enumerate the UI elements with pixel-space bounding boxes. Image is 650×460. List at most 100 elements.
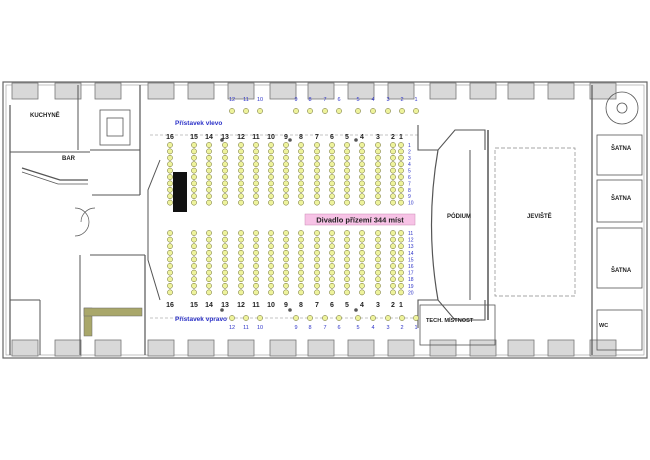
wall-pillar bbox=[227, 339, 255, 357]
seat bbox=[222, 142, 228, 148]
seat bbox=[268, 276, 274, 283]
seat bbox=[268, 263, 274, 269]
seat bbox=[206, 161, 212, 168]
seat bbox=[398, 142, 404, 148]
seat bbox=[329, 282, 335, 289]
seat bbox=[222, 174, 228, 180]
column-label: 7 bbox=[315, 134, 319, 141]
seat bbox=[206, 174, 212, 180]
seat bbox=[191, 243, 197, 250]
extension-seat-label: 6 bbox=[337, 97, 340, 103]
row-label: 3 bbox=[408, 156, 411, 162]
seat bbox=[390, 174, 396, 180]
seat bbox=[390, 199, 396, 206]
seat bbox=[222, 167, 228, 174]
column-label: 5 bbox=[345, 134, 349, 141]
seat bbox=[344, 186, 350, 193]
row-label: 14 bbox=[408, 251, 414, 257]
seat bbox=[253, 148, 259, 155]
seat bbox=[206, 256, 212, 263]
seat-marker bbox=[288, 308, 292, 312]
seat bbox=[268, 186, 274, 193]
row-label: 8 bbox=[408, 188, 411, 194]
seat bbox=[322, 315, 328, 321]
seat bbox=[206, 230, 212, 236]
seat bbox=[238, 263, 244, 269]
seat bbox=[253, 186, 259, 193]
seat bbox=[390, 230, 396, 236]
seat bbox=[398, 186, 404, 193]
seat bbox=[355, 108, 361, 114]
seat bbox=[344, 174, 350, 180]
seat bbox=[314, 174, 320, 180]
extension-seat-label: 11 bbox=[243, 97, 249, 103]
seat bbox=[314, 199, 320, 206]
seat bbox=[238, 249, 244, 256]
seat bbox=[344, 269, 350, 276]
seat-marker bbox=[220, 308, 224, 312]
seat bbox=[167, 276, 173, 283]
seat bbox=[238, 269, 244, 276]
seat bbox=[191, 269, 197, 276]
seat bbox=[206, 269, 212, 276]
row-label: 16 bbox=[408, 264, 414, 270]
seat bbox=[238, 193, 244, 200]
seat bbox=[390, 193, 396, 200]
seat bbox=[298, 186, 304, 193]
seat bbox=[398, 180, 404, 187]
seat bbox=[314, 256, 320, 263]
row-label: 15 bbox=[408, 257, 414, 263]
seat bbox=[329, 167, 335, 174]
seat bbox=[314, 236, 320, 243]
seat bbox=[283, 193, 289, 200]
seat bbox=[283, 236, 289, 243]
seat bbox=[253, 180, 259, 187]
wall-pillar bbox=[589, 339, 617, 357]
extension-seat-label: 2 bbox=[400, 325, 403, 331]
column-label: 12 bbox=[237, 134, 245, 141]
seat bbox=[206, 148, 212, 155]
extension-seat-label: 12 bbox=[229, 97, 235, 103]
seat bbox=[253, 193, 259, 200]
seat bbox=[191, 186, 197, 193]
seat bbox=[314, 276, 320, 283]
seat bbox=[398, 199, 404, 206]
seat bbox=[390, 256, 396, 263]
row-label: 12 bbox=[408, 238, 414, 244]
seat bbox=[268, 282, 274, 289]
seat bbox=[268, 180, 274, 187]
seat bbox=[359, 282, 365, 289]
row-label: 7 bbox=[408, 181, 411, 187]
row-label: 6 bbox=[408, 175, 411, 181]
seat bbox=[253, 230, 259, 236]
wall-pillar bbox=[547, 339, 575, 357]
seat-markers bbox=[220, 138, 358, 312]
seat bbox=[314, 243, 320, 250]
seat bbox=[298, 167, 304, 174]
extension-seat-label: 5 bbox=[356, 325, 359, 331]
seat bbox=[298, 249, 304, 256]
seat bbox=[314, 193, 320, 200]
seat bbox=[243, 108, 249, 114]
seat bbox=[167, 154, 173, 161]
seat bbox=[191, 180, 197, 187]
seat bbox=[222, 148, 228, 155]
seat bbox=[283, 174, 289, 180]
seat bbox=[283, 199, 289, 206]
seat bbox=[398, 276, 404, 283]
seat bbox=[298, 174, 304, 180]
seat bbox=[206, 199, 212, 206]
column-label: 6 bbox=[330, 302, 334, 309]
seat bbox=[359, 256, 365, 263]
seat bbox=[329, 230, 335, 236]
extension-seat-label: 10 bbox=[257, 325, 263, 331]
seat bbox=[238, 161, 244, 168]
seat bbox=[390, 236, 396, 243]
seat bbox=[298, 236, 304, 243]
wall-pillar bbox=[187, 82, 215, 100]
seat bbox=[238, 256, 244, 263]
seat bbox=[344, 230, 350, 236]
extension-seat-label: 1 bbox=[414, 97, 417, 103]
seat bbox=[344, 256, 350, 263]
seat bbox=[167, 269, 173, 276]
